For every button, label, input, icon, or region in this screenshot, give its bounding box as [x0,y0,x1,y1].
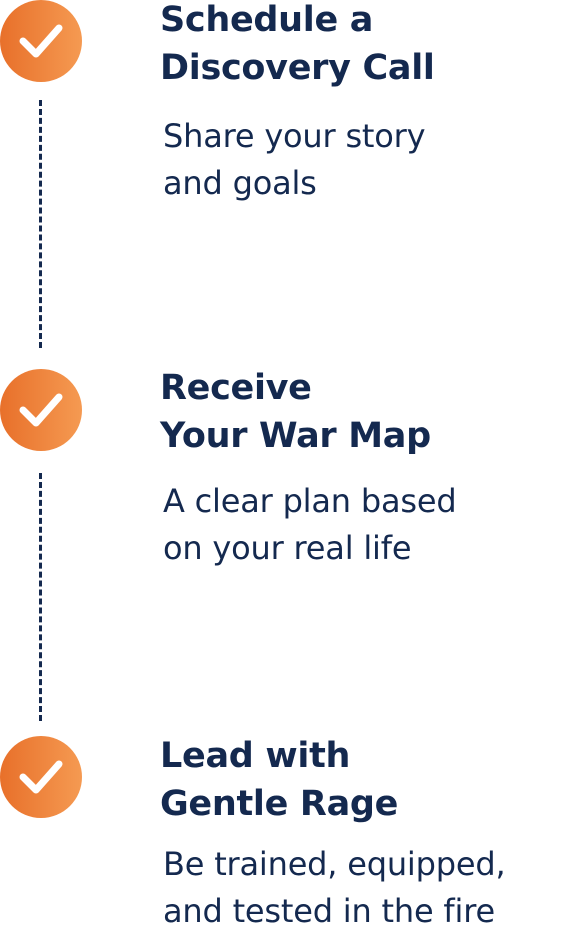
check-icon [19,393,63,427]
step-title-line: Discovery Call [160,48,435,88]
step-description-line: on your real life [163,529,412,567]
step-description-line: A clear plan based [163,482,457,520]
step-description: A clear plan based on your real life [163,478,457,572]
check-circle [0,0,82,82]
step-description-line: Share your story [163,117,426,155]
dashed-connector [39,100,42,348]
step-title-line: Gentle Rage [160,784,399,824]
step-title: Schedule a Discovery Call [160,0,435,92]
dashed-connector [39,473,42,721]
check-icon [19,24,63,58]
step-title: Receive Your War Map [160,364,431,460]
step-title-line: Receive [160,368,312,408]
check-circle [0,736,82,818]
step-title-line: Schedule a [160,0,374,40]
step-description: Be trained, equipped, and tested in the … [163,841,506,935]
check-circle [0,369,82,451]
step-title-line: Your War Map [160,416,431,456]
step-description-line: Be trained, equipped, [163,845,506,883]
step-description-line: and goals [163,164,317,202]
step-description-line: and tested in the fire [163,892,495,930]
step-title: Lead with Gentle Rage [160,732,398,828]
step-title-line: Lead with [160,736,351,776]
check-icon [19,760,63,794]
step-description: Share your story and goals [163,113,426,207]
